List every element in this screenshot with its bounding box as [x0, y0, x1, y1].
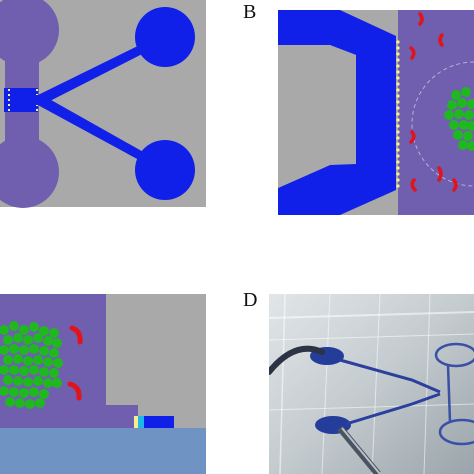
panel-a [0, 0, 206, 208]
panel-a-outlet-reservoir [135, 140, 195, 200]
panel-c-pillar-gap [138, 416, 144, 428]
panel-c-pillar [134, 416, 138, 428]
panel-c-channel [144, 416, 174, 428]
panel-d-tubing-upper [269, 345, 325, 375]
panel-c-glass-slide [0, 428, 206, 474]
panel-d-channel-lower [345, 392, 441, 426]
panel-d [269, 294, 474, 474]
panel-b-pillars [396, 40, 400, 188]
panel-a-channel-stem [36, 95, 48, 105]
panel-d-label: D [243, 289, 257, 311]
panel-a-channel-lower [36, 96, 154, 166]
panel-d-chamber-outline-bottom [438, 418, 474, 446]
panel-b-dashed-boundary [411, 61, 474, 187]
panel-b-channel-lower-arm [278, 150, 396, 215]
panel-d-glass-reflections [269, 294, 474, 474]
panel-c-bacteria [67, 325, 83, 401]
panel-b-label: B [243, 1, 256, 23]
panel-d-channel-upper [339, 358, 441, 394]
panel-c-cells [0, 321, 63, 409]
panel-c [0, 294, 206, 474]
panel-b-bacteria [409, 12, 458, 192]
panel-b-cells [444, 87, 474, 151]
panel-b-channel-notch [278, 45, 356, 188]
panel-b [278, 10, 474, 215]
panel-d-tubing-lower [337, 425, 381, 474]
panel-c-chamber-step [106, 405, 138, 428]
panel-b-channel-vertical [356, 36, 396, 180]
panel-a-channel-upper [36, 40, 154, 104]
panel-d-chamber-outline-top [434, 342, 474, 368]
panel-d-tubing-lower-highlight [341, 427, 381, 474]
panel-d-chamber-neck [446, 364, 452, 423]
panel-a-inlet-reservoir [135, 7, 195, 67]
panel-d-photo-background [269, 294, 474, 474]
